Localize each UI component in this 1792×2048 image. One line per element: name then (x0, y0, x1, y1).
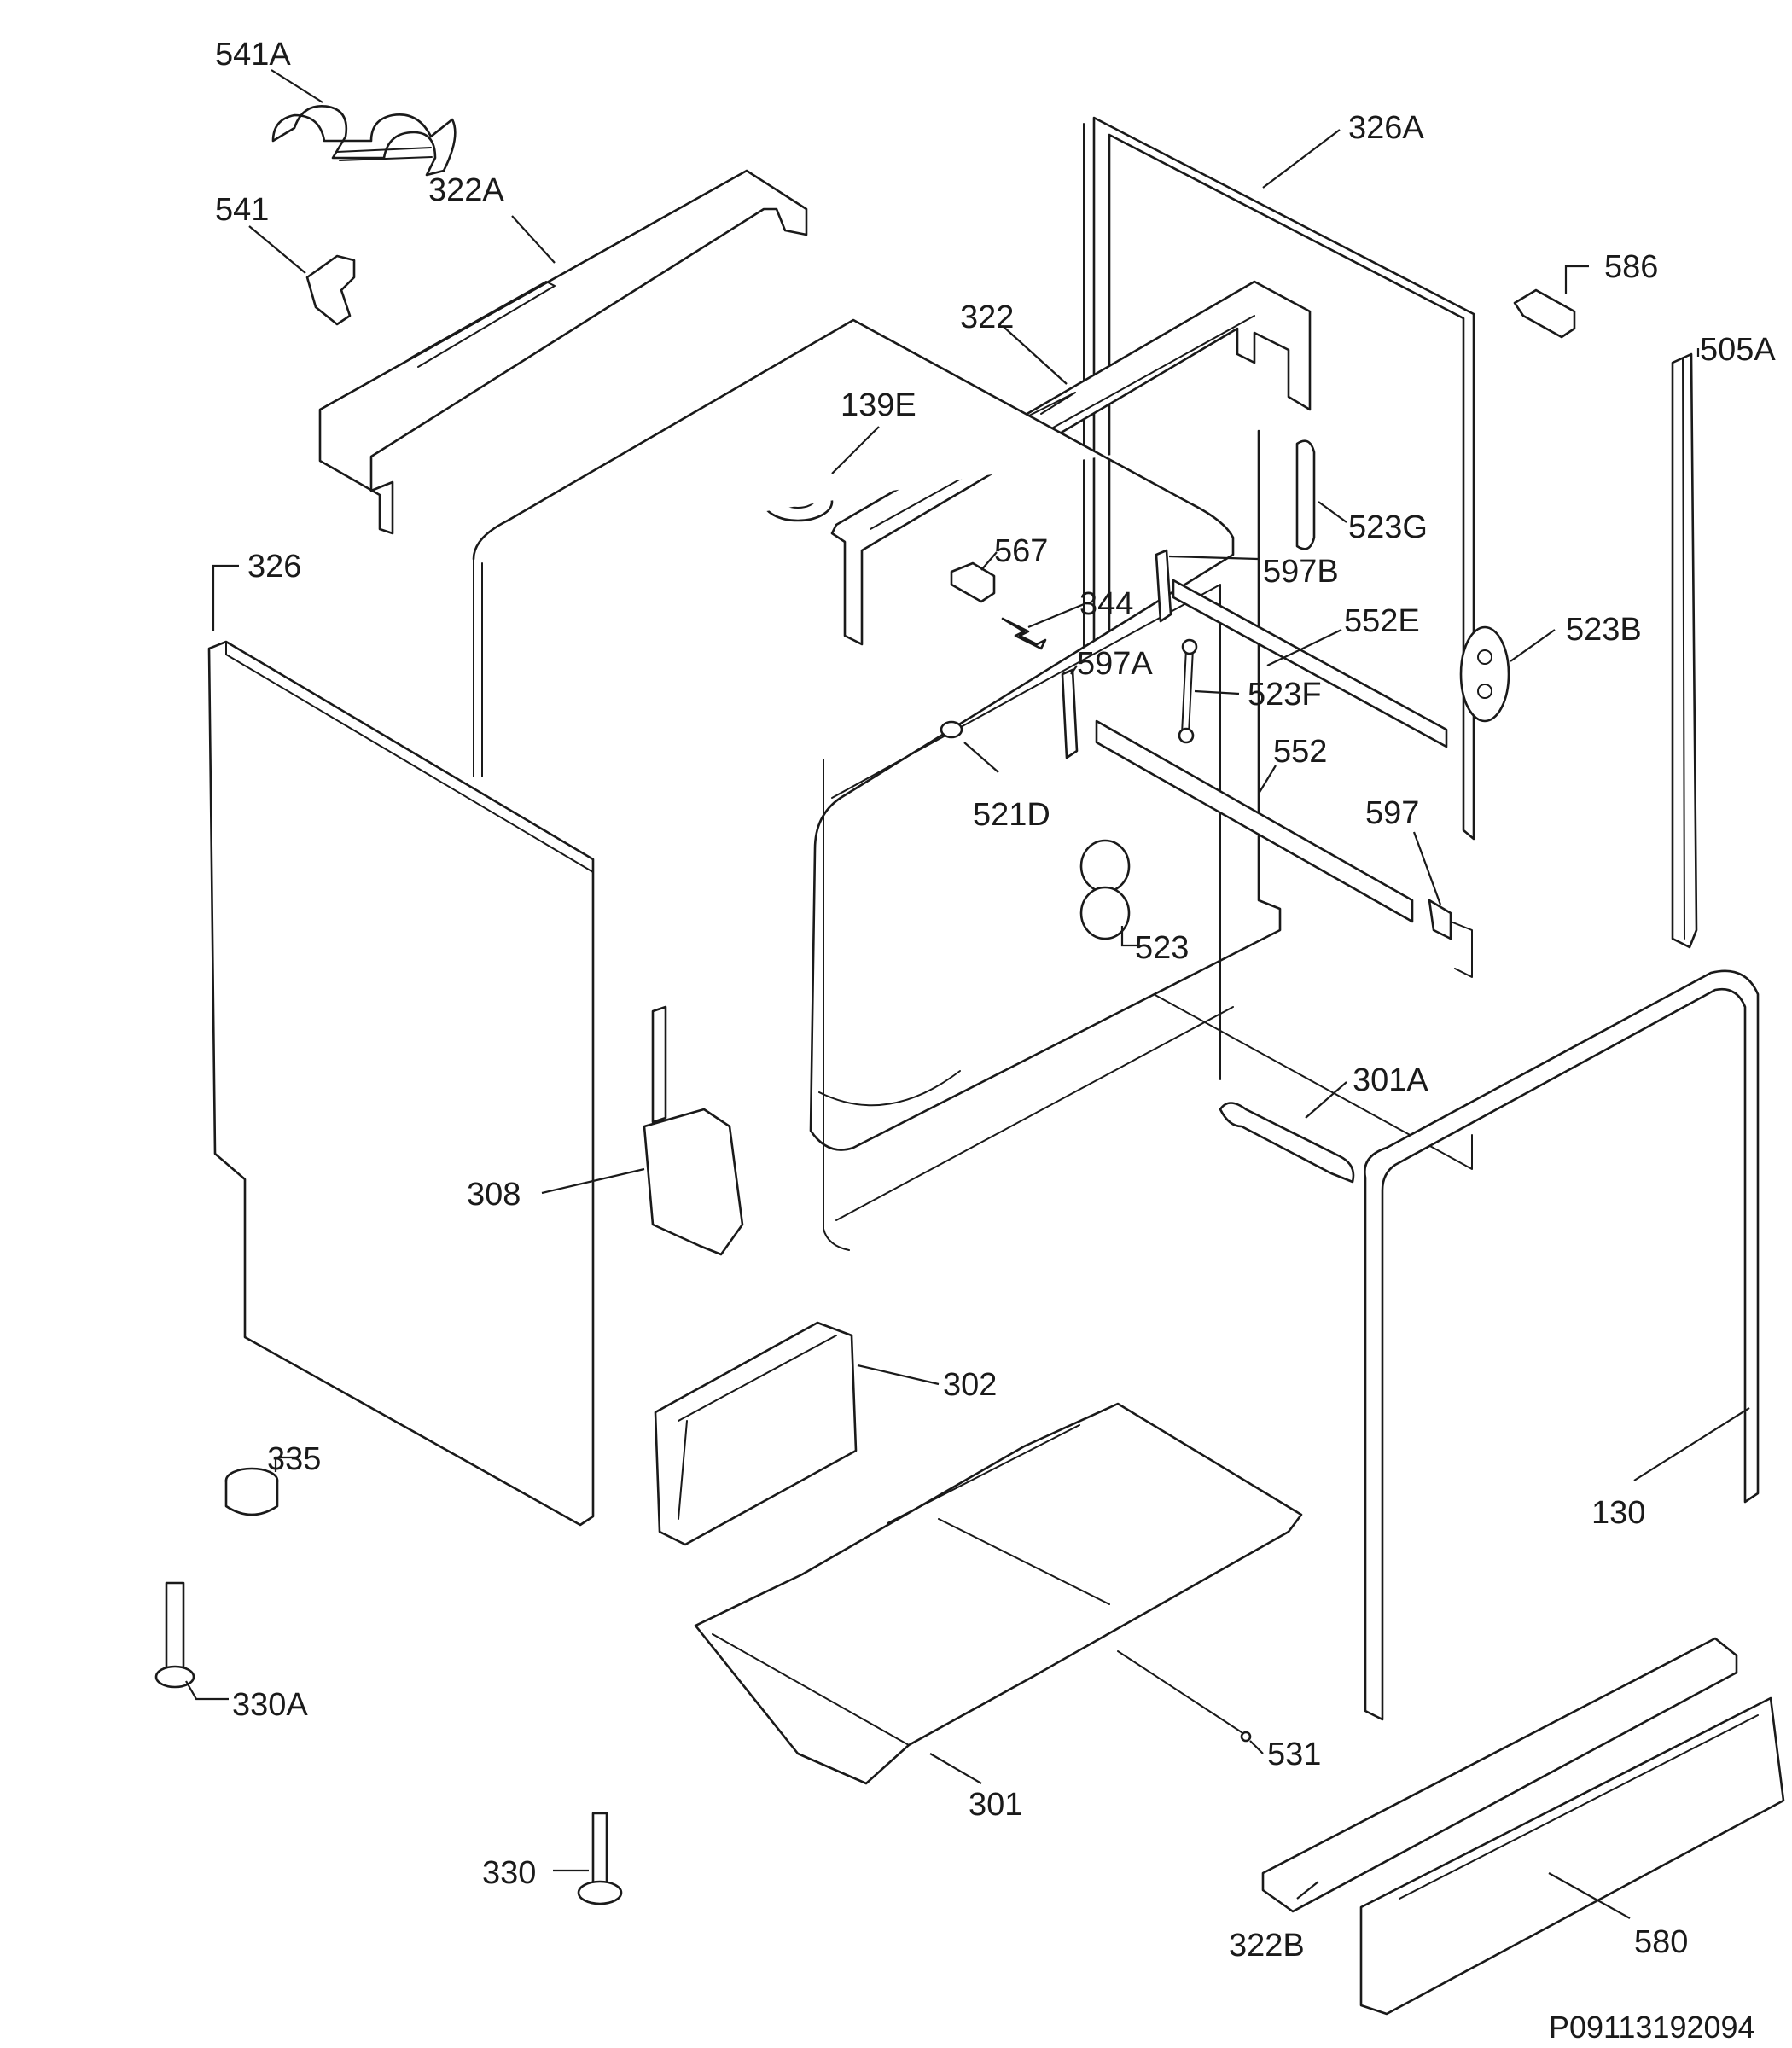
callout-523: 523 (1135, 930, 1189, 966)
callout-552: 552 (1273, 734, 1327, 770)
callout-523b: 523B (1566, 612, 1642, 648)
callout-322a: 322A (428, 172, 504, 208)
callout-505a: 505A (1700, 332, 1776, 368)
callout-523f: 523F (1248, 677, 1322, 713)
callout-301a: 301A (1353, 1062, 1428, 1098)
callout-580: 580 (1634, 1924, 1688, 1960)
callout-330: 330 (482, 1855, 536, 1891)
callout-552e: 552E (1344, 603, 1420, 639)
part-301a-bracket-drawing (1219, 1102, 1355, 1184)
part-523b-gasket-drawing (1459, 625, 1510, 723)
part-302-frame-drawing (654, 1321, 858, 1546)
part-541-clip-drawing (305, 254, 356, 326)
callout-139e: 139E (841, 387, 916, 423)
part-523g-gasket-drawing (1295, 439, 1316, 550)
callout-330a: 330A (232, 1687, 308, 1723)
callout-335: 335 (267, 1441, 321, 1477)
part-541a-clip-drawing (271, 104, 457, 177)
part-308-hinge-drawing (643, 1005, 744, 1256)
reference-code: P09113192094 (1549, 2010, 1755, 2045)
callout-597a: 597A (1077, 646, 1153, 682)
callout-541a: 541A (215, 37, 291, 73)
callout-567: 567 (994, 533, 1048, 569)
part-597-clip-drawing (1428, 899, 1452, 940)
callout-326: 326 (247, 549, 301, 585)
part-130-seal-drawing (1364, 969, 1760, 1721)
part-552e-rail-drawing (1172, 579, 1448, 748)
callout-308: 308 (467, 1177, 521, 1213)
callout-531: 531 (1267, 1737, 1321, 1772)
callout-597: 597 (1365, 795, 1419, 831)
part-597b-guide-drawing (1155, 549, 1172, 623)
callout-521d: 521D (973, 797, 1050, 833)
part-335-foot-drawing (224, 1467, 279, 1516)
part-523-grommets-drawing (1079, 839, 1131, 940)
part-322-rail-drawing (830, 280, 1312, 646)
part-tub-drawing (472, 318, 1282, 1251)
callout-541: 541 (215, 192, 269, 228)
part-344-bracket-drawing (1001, 617, 1047, 650)
callout-597b: 597B (1263, 554, 1339, 590)
part-597a-guide-drawing (1061, 668, 1079, 759)
part-322a-rail-drawing (318, 169, 808, 535)
part-567-clip-drawing (950, 561, 996, 603)
callout-322: 322 (960, 300, 1014, 335)
part-531-rod-drawing (1117, 1650, 1252, 1743)
callout-130: 130 (1591, 1495, 1645, 1531)
callout-302: 302 (943, 1367, 997, 1403)
part-552-rail-drawing (1095, 719, 1414, 923)
part-586-bracket-drawing (1513, 288, 1576, 339)
part-505a-strip-drawing (1671, 352, 1698, 949)
part-322b-rail-drawing (1261, 1637, 1738, 1913)
part-523f-link-drawing (1178, 638, 1198, 744)
callout-322b: 322B (1229, 1928, 1305, 1964)
part-330a-bolt-drawing (154, 1581, 195, 1689)
callout-326a: 326A (1348, 110, 1424, 146)
part-521d-cap-drawing (940, 720, 963, 739)
part-330-bolt-drawing (577, 1812, 623, 1905)
callout-301: 301 (969, 1787, 1022, 1823)
part-326-side-panel-drawing (207, 640, 595, 1527)
leader-lines (185, 69, 1750, 1919)
callout-523g: 523G (1348, 509, 1428, 545)
part-580-rail-drawing (1359, 1696, 1785, 2016)
callout-586: 586 (1604, 249, 1658, 285)
callout-344: 344 (1079, 586, 1133, 622)
part-301-base-drawing (694, 1402, 1303, 1785)
